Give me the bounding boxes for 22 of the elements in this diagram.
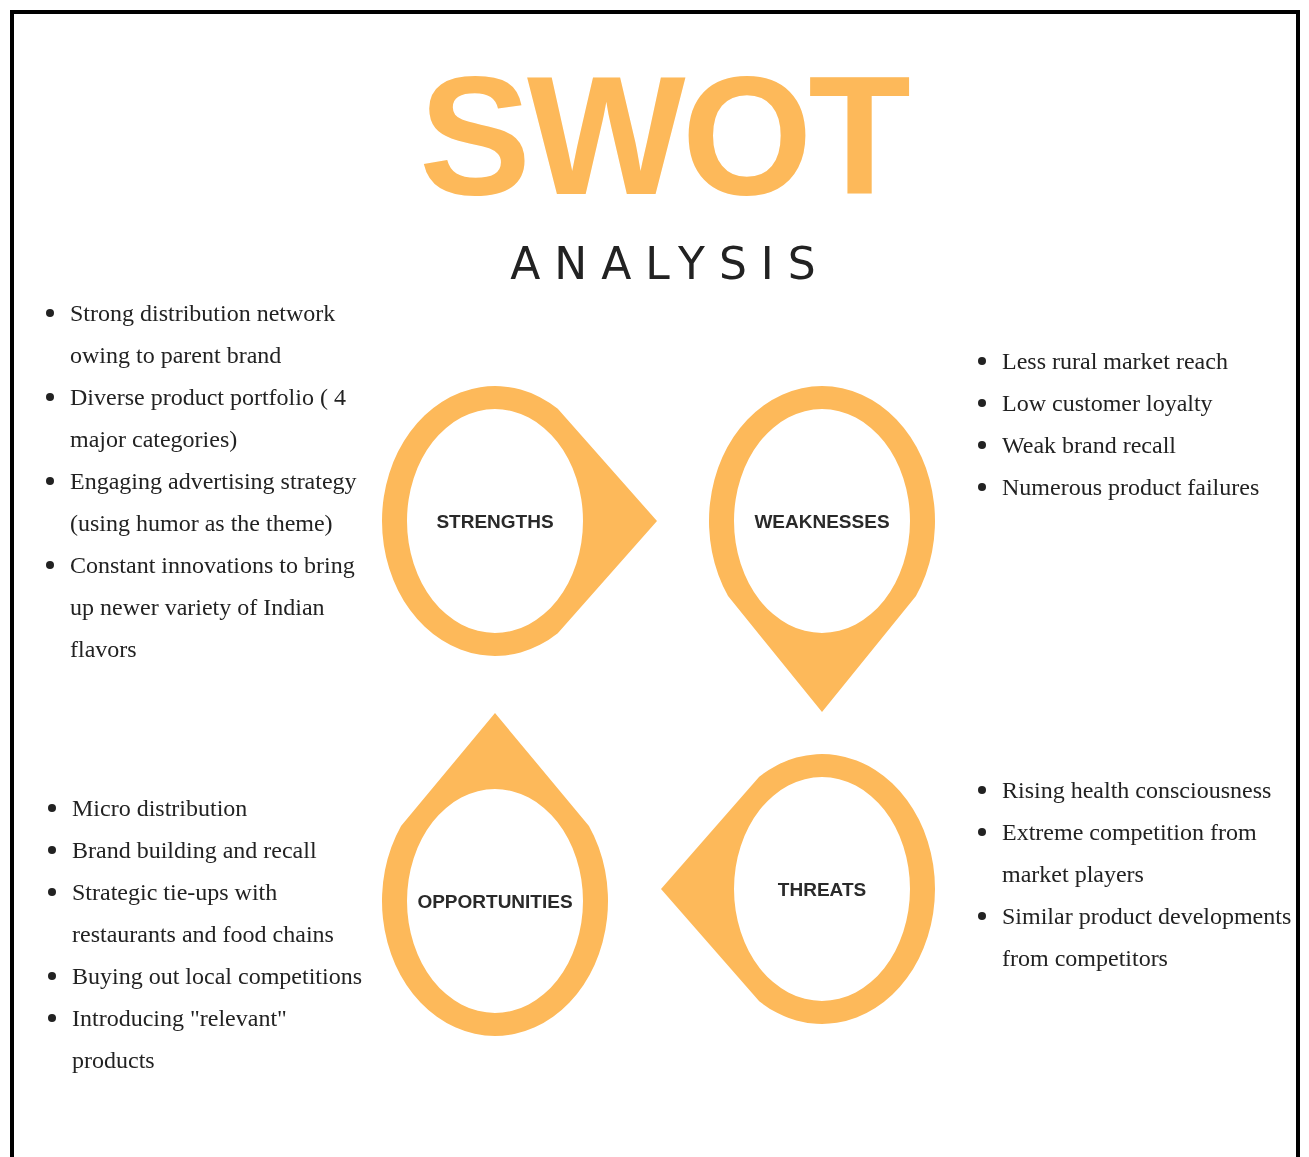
title: SWOT: [418, 52, 909, 220]
bullet-item: Numerous product failures: [1002, 474, 1260, 500]
bullet-item: Introducing "relevant" products: [72, 1005, 287, 1073]
bullet-item: Buying out local competitions: [72, 963, 362, 989]
bullet-item: Diverse product portfolio ( 4 major categories): [70, 384, 346, 452]
bullet-item: Extreme competition from market players: [1002, 819, 1257, 887]
bullet-item: Engaging advertising strategy (using humor as the theme): [70, 468, 357, 536]
bullet-item: Less rural market reach: [1002, 348, 1228, 374]
bullet-item: Low customer loyalty: [1002, 390, 1213, 416]
bullet-item: Micro distribution: [72, 795, 248, 821]
bullet-item: Constant innovations to bring up newer variety of Indian flavors: [70, 552, 355, 662]
quadrant-label: WEAKNESSES: [754, 511, 890, 531]
quadrant-label: THREATS: [777, 879, 867, 899]
subtitle: ANALYSIS: [509, 240, 831, 289]
quadrant-label: STRENGTHS: [436, 511, 554, 531]
bullet-item: Similar product developments from competitors: [1002, 903, 1292, 971]
bullet-item: Rising health consciousness: [1002, 777, 1272, 803]
bullet-item: Weak brand recall: [1002, 432, 1176, 458]
bullet-item: Strong distribution network owing to parent brand: [70, 300, 336, 368]
bullet-item: Strategic tie-ups with restaurants and food chains: [72, 879, 334, 947]
bullet-item: Brand building and recall: [72, 837, 317, 863]
quadrant-label: OPPORTUNITIES: [417, 891, 573, 911]
